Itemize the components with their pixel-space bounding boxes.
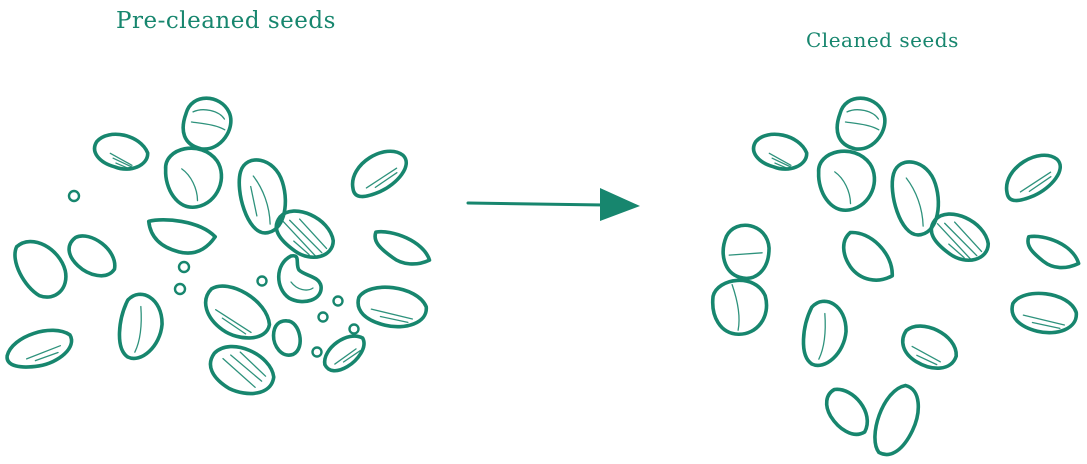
seed <box>799 299 851 370</box>
seed <box>830 92 891 156</box>
seed <box>145 217 217 257</box>
seed <box>719 222 773 282</box>
seed <box>115 292 167 363</box>
seed <box>62 228 122 284</box>
seed <box>204 339 280 402</box>
seed <box>369 227 434 271</box>
seed <box>889 158 943 237</box>
seed <box>9 231 74 304</box>
seed <box>236 156 290 235</box>
debris-particle <box>69 191 79 201</box>
seed <box>750 129 810 175</box>
seed <box>867 380 926 461</box>
seed <box>1009 289 1078 336</box>
seed <box>196 277 278 349</box>
seed <box>711 278 769 336</box>
debris-particle <box>313 348 322 357</box>
seed <box>997 146 1068 207</box>
seed <box>162 143 227 211</box>
seed <box>319 328 371 378</box>
seed <box>271 319 303 358</box>
debris-particle <box>350 325 359 334</box>
debris-particle <box>175 284 185 294</box>
seed <box>3 324 76 373</box>
seed <box>176 92 237 156</box>
seed <box>355 283 428 331</box>
debris-particle <box>319 313 328 322</box>
pre-cleaned-seed-group <box>3 92 434 402</box>
seed <box>269 202 341 267</box>
seed <box>896 318 963 376</box>
seed <box>815 146 880 214</box>
arrow-right-icon <box>468 188 640 221</box>
debris-particle <box>334 297 343 306</box>
debris-particle <box>179 262 189 272</box>
seed <box>343 142 414 203</box>
seed <box>279 256 321 302</box>
seed <box>91 129 151 175</box>
cleaned-seed-group <box>711 92 1083 461</box>
seed <box>818 382 876 443</box>
seed <box>833 225 902 291</box>
seed <box>1022 232 1083 274</box>
seed <box>924 205 996 270</box>
debris-particle <box>258 277 267 286</box>
